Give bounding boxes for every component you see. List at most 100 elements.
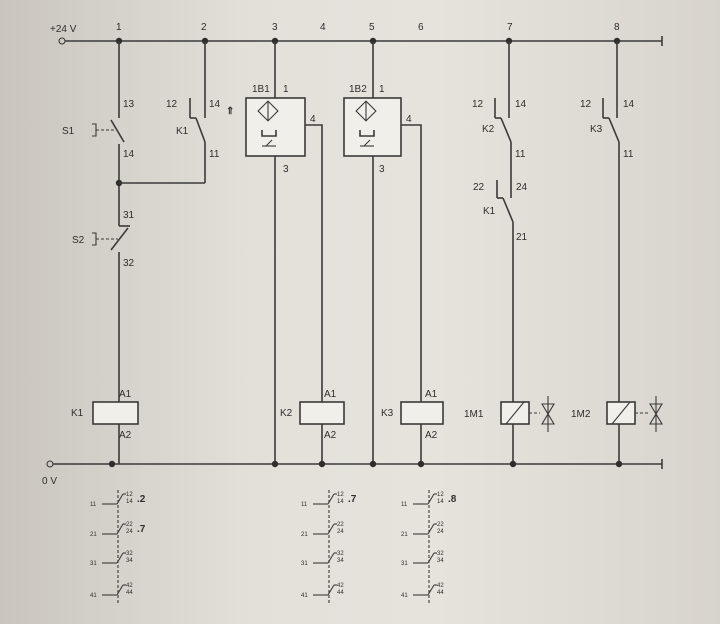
s2-pushbutton[interactable]: S2 31 32 <box>72 210 135 269</box>
valve-1m1-label: 1M1 <box>464 409 484 420</box>
valve-1m2-label: 1M2 <box>571 409 591 420</box>
k1-coil: K1 A1 A2 <box>71 389 139 441</box>
k2-coil: K2 A1 A2 <box>280 389 345 441</box>
contact-reference: .8 <box>448 494 457 505</box>
sensor-1b2-pin4: 4 <box>406 114 412 125</box>
contact-left-terminal: 21 <box>301 532 308 538</box>
s1-pushbutton[interactable]: S1 13 14 <box>62 99 135 160</box>
contact-bottom-terminal: 24 <box>437 529 444 535</box>
contact-bottom-terminal: 34 <box>337 558 344 564</box>
proximity-sensor-icon <box>355 100 377 147</box>
bottom-rail-label: 0 V <box>42 476 57 487</box>
k2-coil-a1: A1 <box>324 389 337 400</box>
contact-reference: .7 <box>348 494 357 505</box>
contact-reference: .7 <box>137 524 146 535</box>
contact-top-terminal: 12 <box>437 492 444 498</box>
contact-blade <box>327 552 335 564</box>
contact-blade <box>427 493 435 505</box>
contact-left-terminal: 41 <box>90 593 97 599</box>
contact-blade <box>327 493 335 505</box>
k2-t12: 12 <box>472 99 484 110</box>
k2-coil-label: K2 <box>280 408 293 419</box>
valve-1m1: 1M1 <box>464 396 555 432</box>
k2-t14: 14 <box>515 99 527 110</box>
k3-contact-label: K3 <box>590 124 603 135</box>
contact-blade <box>327 523 335 535</box>
contact-left-terminal: 21 <box>90 532 97 538</box>
k3-t12: 12 <box>580 99 592 110</box>
contact-bottom-terminal: 24 <box>337 529 344 535</box>
contact-left-terminal: 41 <box>301 593 308 599</box>
contact-left-terminal: 41 <box>401 593 408 599</box>
top-rail-label: +24 V <box>50 24 77 35</box>
k1-t11: 11 <box>209 149 220 160</box>
s2-terminal-bottom: 32 <box>123 258 135 269</box>
up-arrow-icon: ⇑ <box>226 106 234 117</box>
k3-t11: 11 <box>623 149 634 160</box>
sensor-1b1-label: 1B1 <box>252 84 270 95</box>
contact-blade <box>427 552 435 564</box>
sensor-1b2-pin3: 3 <box>379 164 385 175</box>
k1-coil-a1: A1 <box>119 389 132 400</box>
contact-tables: 111214.2212224.7313234414244111214.72122… <box>90 490 457 604</box>
column-1: S1 13 14 S2 31 32 K1 A1 A2 <box>62 41 205 468</box>
contact-top-terminal: 32 <box>337 551 344 557</box>
k1-t12: 12 <box>166 99 178 110</box>
k2-contact: 12 14 K2 11 <box>472 98 527 160</box>
s2-terminal-top: 31 <box>123 210 135 221</box>
valve-symbol-icon <box>649 396 663 432</box>
k3-coil-a2: A2 <box>425 430 438 441</box>
contact-top-terminal: 22 <box>437 522 444 528</box>
k1-t22: 22 <box>473 182 485 193</box>
contact-left-terminal: 31 <box>301 561 308 567</box>
s1-label: S1 <box>62 126 75 137</box>
contact-bottom-terminal: 14 <box>337 499 344 505</box>
contact-blade <box>427 523 435 535</box>
contact-left-terminal: 31 <box>401 561 408 567</box>
contact-bottom-terminal: 14 <box>437 499 444 505</box>
k2-contact-label: K2 <box>482 124 495 135</box>
contact-bottom-terminal: 44 <box>126 590 133 596</box>
contact-blade <box>427 584 435 596</box>
contact-blade <box>327 584 335 596</box>
contact-bottom-terminal: 44 <box>337 590 344 596</box>
contact-left-terminal: 11 <box>401 502 408 508</box>
contact-blade <box>116 523 124 535</box>
column-number: 5 <box>369 22 375 33</box>
sensor-1b1: 1B1 1 4 3 <box>245 84 316 175</box>
k3-t14: 14 <box>623 99 635 110</box>
k1-contact-2: 22 24 K1 21 <box>473 180 528 243</box>
column-number: 8 <box>614 22 620 33</box>
contact-left-terminal: 11 <box>90 502 97 508</box>
k1-coil-label: K1 <box>71 408 84 419</box>
contact-bottom-terminal: 14 <box>126 499 133 505</box>
contact-blade <box>116 493 124 505</box>
contact-bottom-terminal: 24 <box>126 529 133 535</box>
k1-contact-2-label: K1 <box>483 206 496 217</box>
k1-t24: 24 <box>516 182 528 193</box>
sensor-1b1-pin4: 4 <box>310 114 316 125</box>
column-2: 12 14 K1 11 ⇑ <box>166 41 234 183</box>
contact-bottom-terminal: 44 <box>437 590 444 596</box>
valve-symbol-icon <box>541 396 555 432</box>
contact-top-terminal: 32 <box>437 551 444 557</box>
s1-terminal-top: 13 <box>123 99 135 110</box>
k1-coil-a2: A2 <box>119 430 132 441</box>
contact-left-terminal: 31 <box>90 561 97 567</box>
sensor-1b1-pin1: 1 <box>283 84 289 95</box>
column-number: 2 <box>201 22 207 33</box>
k1-holding-contact: 12 14 K1 11 <box>166 98 221 160</box>
